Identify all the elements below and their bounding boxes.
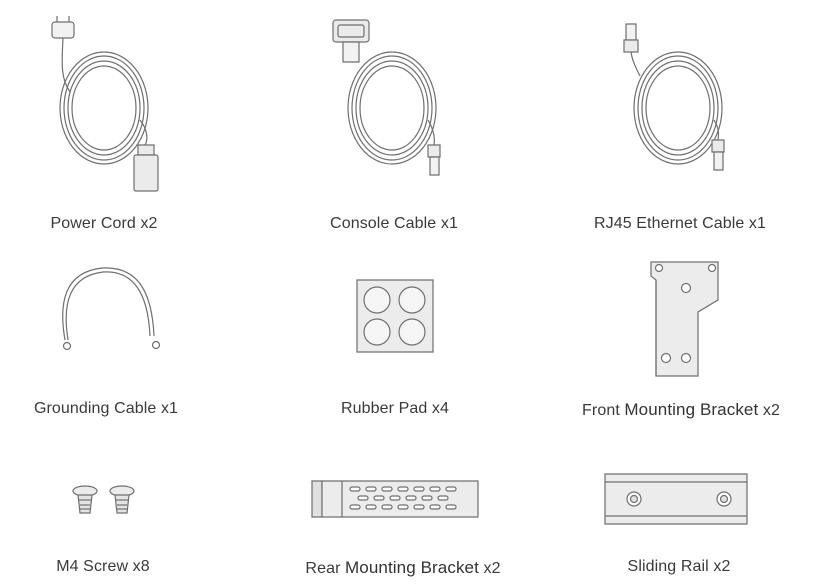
item-label: RJ45 Ethernet Cable x1 [593, 215, 767, 232]
item-label: Console Cable x1 [330, 215, 458, 232]
item-label: Front Mounting Bracket x2 [582, 400, 780, 419]
item-label: Rubber Pad x4 [340, 400, 450, 417]
item-label: M4 Screw x8 [56, 558, 150, 575]
item-label: Sliding Rail x2 [627, 558, 731, 575]
item-label: Grounding Cable x1 [33, 400, 179, 417]
item-label: Rear Mounting Bracket x2 [305, 558, 501, 577]
item-label: Power Cord x2 [50, 215, 158, 232]
